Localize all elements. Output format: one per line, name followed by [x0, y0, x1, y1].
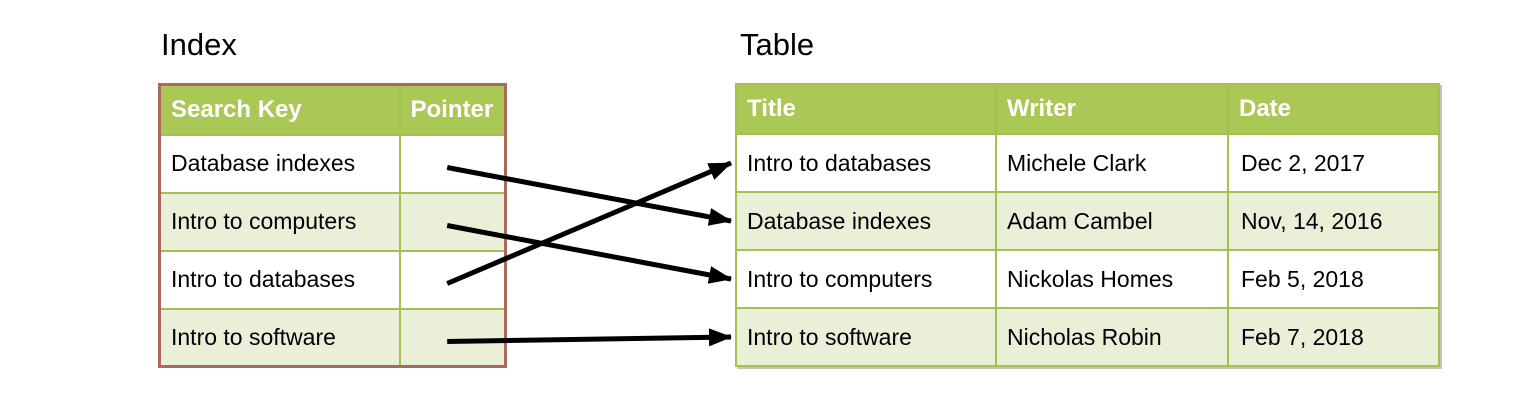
- table-row: Intro to software Nicholas Robin Feb 7, …: [735, 307, 1440, 367]
- main-header-row: Title Writer Date: [735, 83, 1440, 135]
- title-cell: Intro to computers: [735, 249, 997, 309]
- main-table: Title Writer Date Intro to databases Mic…: [735, 83, 1440, 367]
- main-header-title: Title: [735, 83, 997, 135]
- writer-cell: Michele Clark: [995, 133, 1229, 193]
- main-header-writer: Writer: [995, 83, 1229, 135]
- date-cell: Dec 2, 2017: [1227, 133, 1440, 193]
- index-search-key-cell: Intro to computers: [158, 191, 401, 252]
- index-search-key-cell: Intro to databases: [158, 249, 401, 310]
- index-search-key-cell: Intro to software: [158, 307, 401, 368]
- date-cell: Nov, 14, 2016: [1227, 191, 1440, 251]
- index-table: Search Key Pointer Database indexes Intr…: [158, 83, 507, 368]
- table-row: Intro to databases Michele Clark Dec 2, …: [735, 133, 1440, 193]
- index-search-key-cell: Database indexes: [158, 133, 401, 194]
- title-cell: Intro to software: [735, 307, 997, 367]
- writer-cell: Adam Cambel: [995, 191, 1229, 251]
- date-cell: Feb 7, 2018: [1227, 307, 1440, 367]
- title-cell: Intro to databases: [735, 133, 997, 193]
- title-cell: Database indexes: [735, 191, 997, 251]
- index-row: Intro to computers: [158, 191, 507, 252]
- index-pointer-cell: [398, 307, 507, 368]
- index-header-search-key: Search Key: [158, 83, 401, 136]
- main-table-title: Table: [740, 27, 815, 62]
- index-table-title: Index: [161, 27, 237, 62]
- index-pointer-cell: [398, 191, 507, 252]
- date-cell: Feb 5, 2018: [1227, 249, 1440, 309]
- index-row: Database indexes: [158, 133, 507, 194]
- index-header-pointer: Pointer: [398, 83, 507, 136]
- index-pointer-cell: [398, 133, 507, 194]
- index-row: Intro to software: [158, 307, 507, 368]
- index-row: Intro to databases: [158, 249, 507, 310]
- index-pointer-cell: [398, 249, 507, 310]
- table-row: Database indexes Adam Cambel Nov, 14, 20…: [735, 191, 1440, 251]
- main-header-date: Date: [1227, 83, 1440, 135]
- index-header-row: Search Key Pointer: [158, 83, 507, 136]
- writer-cell: Nickolas Homes: [995, 249, 1229, 309]
- table-row: Intro to computers Nickolas Homes Feb 5,…: [735, 249, 1440, 309]
- writer-cell: Nicholas Robin: [995, 307, 1229, 367]
